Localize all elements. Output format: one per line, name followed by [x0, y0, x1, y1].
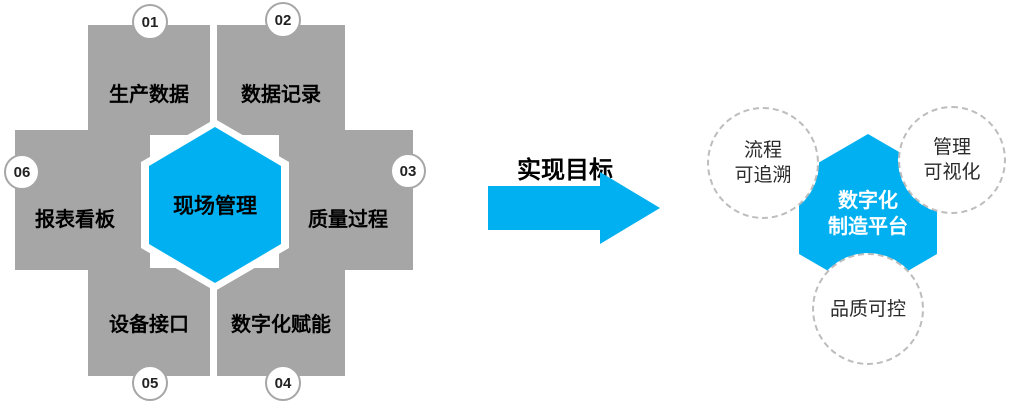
petal-block-03: [279, 130, 413, 270]
feature-circle-visualized: 管理 可视化: [898, 106, 1006, 214]
number-badge-04: 04: [265, 365, 301, 401]
petal-block-02: [217, 25, 345, 135]
onsite-management-label: 现场管理: [173, 195, 257, 218]
number-badge-05: 05: [132, 365, 168, 401]
petal-block-05: [88, 268, 210, 376]
feature-quality-line1: 品质可控: [829, 298, 906, 320]
arrow-label: 实现目标: [517, 157, 613, 184]
flow-arrow-body: [488, 186, 602, 230]
feature-visualized-line1: 管理: [932, 137, 971, 158]
petal-label-quality-process: 质量过程: [308, 209, 388, 231]
platform-label-line2: 制造平台: [828, 216, 908, 238]
petal-block-06: [15, 130, 150, 270]
petal-block-01: [88, 25, 210, 135]
number-badge-06: 06: [4, 154, 40, 190]
feature-traceable-line1: 流程: [743, 140, 782, 161]
number-badge-03: 03: [390, 153, 426, 189]
petal-label-production-data: 生产数据: [109, 84, 189, 106]
platform-label-line1: 数字化: [838, 190, 898, 212]
petal-label-digital-enable: 数字化赋能: [231, 314, 331, 336]
onsite-management-hexagon: 现场管理: [149, 127, 281, 283]
feature-circle-traceable: 流程 可追溯: [707, 107, 819, 219]
number-badge-01: 01: [132, 4, 168, 40]
petal-label-device-interface: 设备接口: [109, 314, 189, 336]
feature-circle-quality: 品质可控: [812, 253, 924, 365]
flow-arrow-head-icon: [600, 172, 660, 244]
feature-traceable-line2: 可追溯: [734, 165, 792, 186]
petal-block-04: [217, 268, 345, 376]
number-badge-02: 02: [265, 2, 301, 38]
petal-label-data-record: 数据记录: [241, 84, 321, 106]
feature-visualized-line2: 可视化: [923, 162, 981, 183]
petal-label-report-board: 报表看板: [35, 209, 115, 231]
